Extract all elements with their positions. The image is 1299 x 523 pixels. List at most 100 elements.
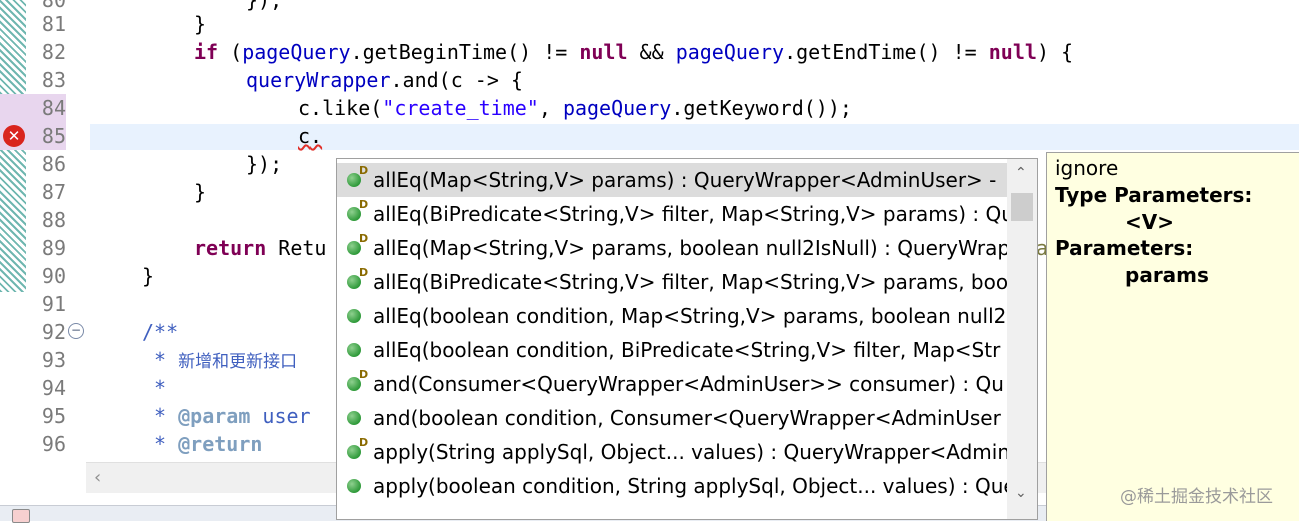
code-line-current[interactable]: c.	[298, 122, 322, 150]
doc-text: ignore	[1055, 156, 1119, 180]
code-text: (	[218, 40, 243, 64]
fold-collapse-icon[interactable]: −	[68, 323, 84, 339]
scroll-down-icon[interactable]: ⌄	[1015, 485, 1027, 501]
code-line: }	[142, 264, 155, 288]
public-method-icon	[347, 377, 361, 391]
line-number: 90	[41, 264, 66, 288]
completion-label: allEq(BiPredicate<String,V> filter, Map<…	[373, 270, 1007, 294]
code-text-hidden-tail: a	[1036, 236, 1049, 260]
completion-label: apply(boolean condition, String applySql…	[373, 474, 1007, 498]
line-number: 94	[41, 376, 66, 400]
code-line: c.like("create_time", pageQuery.getKeywo…	[298, 94, 852, 122]
default-decorator-icon: D	[359, 198, 369, 211]
line-number: 95	[41, 404, 66, 428]
completion-label: and(boolean condition, Consumer<QueryWra…	[373, 406, 1001, 430]
doc-param: params	[1125, 263, 1209, 287]
doc-section-label: Parameters:	[1055, 236, 1194, 260]
public-method-icon	[347, 411, 361, 425]
line-number: 91	[41, 292, 66, 316]
scrollbar-thumb[interactable]	[1011, 193, 1033, 221]
completion-label: allEq(Map<String,V> params) : QueryWrapp…	[373, 168, 997, 192]
comment-text: *	[142, 432, 179, 456]
completion-label: allEq(Map<String,V> params, boolean null…	[373, 236, 1007, 260]
comment-text: *	[142, 348, 179, 372]
code-line: });	[246, 0, 283, 12]
completion-item[interactable]: and(boolean condition, Consumer<QueryWra…	[337, 401, 1007, 435]
code-line: }	[194, 12, 207, 36]
completion-item[interactable]: allEq(boolean condition, BiPredicate<Str…	[337, 333, 1007, 367]
public-method-icon	[347, 173, 361, 187]
keyword: if	[194, 40, 219, 64]
line-number: 83	[41, 68, 66, 92]
keyword: return	[194, 236, 267, 260]
code-text: ) {	[1036, 40, 1074, 64]
public-method-icon	[347, 445, 361, 459]
doc-type-param: <V>	[1125, 210, 1174, 234]
default-decorator-icon: D	[359, 436, 369, 449]
line-number: 88	[41, 208, 66, 232]
code-line: queryWrapper.and(c -> {	[246, 66, 523, 94]
comment-text: 新增和更新接口	[178, 352, 298, 372]
line-number: 92	[41, 320, 66, 344]
line-number: 80	[41, 0, 66, 12]
javadoc-hover-popup: ignore Type Parameters: <V> Parameters: …	[1046, 152, 1299, 521]
public-method-icon	[347, 241, 361, 255]
error-icon[interactable]: ✕	[3, 125, 25, 147]
field: pageQuery	[675, 40, 785, 64]
code-line: if (pageQuery.getBeginTime() != null && …	[194, 38, 1073, 66]
code-text: .	[310, 124, 323, 148]
line-number: 81	[41, 12, 66, 36]
public-method-icon	[347, 207, 361, 221]
code-line: }	[194, 180, 207, 204]
code-text: .getEndTime() !=	[784, 40, 989, 64]
keyword: null	[988, 40, 1037, 64]
line-number: 84	[0, 94, 66, 122]
completion-label: apply(String applySql, Object... values)…	[373, 440, 1007, 464]
default-decorator-icon: D	[359, 232, 369, 245]
scroll-up-icon[interactable]: ⌃	[1015, 165, 1027, 181]
public-method-icon	[347, 479, 361, 493]
field: pageQuery	[242, 40, 351, 64]
code-text: .getBeginTime() !=	[350, 40, 580, 64]
code-line: *	[142, 376, 167, 400]
public-method-icon	[347, 275, 361, 289]
line-number: 89	[41, 236, 66, 260]
code-text: &&	[627, 40, 676, 64]
code-line: * 新增和更新接口	[142, 346, 297, 374]
public-method-icon	[347, 309, 361, 323]
line-number: 96	[41, 432, 66, 456]
current-line-highlight	[90, 124, 1299, 150]
completion-label: and(Consumer<QueryWrapper<AdminUser>> co…	[373, 372, 1004, 396]
code-text: c.like(	[298, 96, 383, 120]
code-text: .getKeyword());	[671, 96, 852, 120]
code-line: /**	[142, 320, 179, 344]
code-text: c	[298, 124, 311, 148]
code-line: * @return	[142, 430, 262, 458]
default-decorator-icon: D	[359, 266, 369, 279]
comment-text: *	[142, 404, 179, 428]
javadoc-tag: @return	[178, 432, 263, 456]
problems-tab-icon[interactable]	[12, 509, 30, 523]
completion-item[interactable]: apply(boolean condition, String applySql…	[337, 469, 1007, 503]
public-method-icon	[347, 343, 361, 357]
scroll-left-icon[interactable]: ‹	[94, 467, 102, 488]
field: pageQuery	[562, 96, 672, 120]
code-text: Retu	[266, 236, 327, 260]
completion-scrollbar[interactable]: ⌃ ⌄	[1007, 159, 1037, 519]
code-line: return Retu	[194, 234, 326, 262]
line-number: 87	[41, 180, 66, 204]
doc-section-label: Type Parameters:	[1055, 183, 1253, 207]
javadoc-tag: @param	[178, 404, 251, 428]
code-text: ,	[538, 96, 563, 120]
completion-label: allEq(boolean condition, Map<String,V> p…	[373, 304, 1007, 328]
code-text: .and(c -> {	[390, 68, 523, 92]
comment-text: user	[250, 404, 311, 428]
completion-item[interactable]: allEq(boolean condition, Map<String,V> p…	[337, 299, 1007, 333]
